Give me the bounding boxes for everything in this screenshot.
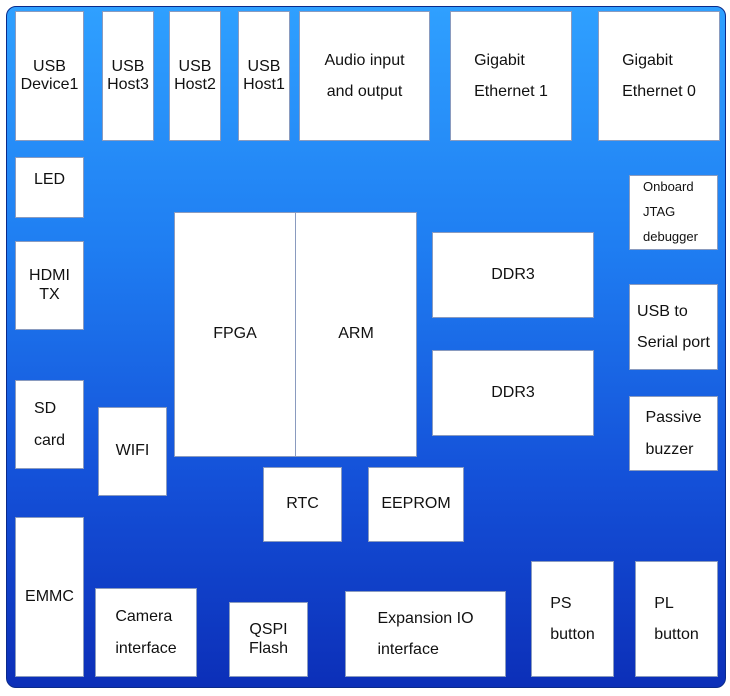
ddr3-top-label: DDR3: [491, 265, 535, 283]
gigabit-ethernet0-block: Gigabit Ethernet 0: [598, 11, 720, 141]
rtc-block: RTC: [263, 467, 342, 542]
jtag-label: Onboard JTAG debugger: [643, 179, 698, 244]
rtc-label: RTC: [286, 495, 319, 513]
led-label: LED: [33, 171, 66, 188]
ddr3-bottom-block: DDR3: [432, 350, 594, 436]
eeprom-block: EEPROM: [368, 467, 464, 542]
usb-host1-block: USB Host1: [238, 11, 290, 141]
led-block: LED: [15, 157, 84, 218]
ps-button-label: PS button: [550, 594, 595, 643]
ddr3-top-block: DDR3: [432, 232, 594, 318]
qspi-flash-label: QSPI Flash: [248, 621, 289, 657]
expansion-io-label: Expansion IO interface: [377, 609, 474, 658]
wifi-label: WIFI: [115, 442, 150, 460]
camera-interface-label: Camera interface: [115, 608, 177, 657]
camera-interface-block: Camera interface: [95, 588, 197, 677]
pl-button-block: PL button: [635, 561, 718, 677]
gigabit-ethernet0-label: Gigabit Ethernet 0: [622, 51, 696, 100]
usb-host3-block: USB Host3: [102, 11, 154, 141]
usb-device1-block: USB Device1: [15, 11, 84, 141]
passive-buzzer-label: Passive buzzer: [645, 409, 702, 458]
eeprom-label: EEPROM: [381, 495, 451, 513]
sd-card-block: SD card: [15, 380, 84, 469]
jtag-block: Onboard JTAG debugger: [629, 175, 718, 250]
hdmi-tx-block: HDMI TX: [15, 241, 84, 330]
usb-host2-block: USB Host2: [169, 11, 221, 141]
emmc-label: EMMC: [25, 587, 74, 605]
fpga-label: FPGA: [213, 325, 257, 343]
expansion-io-block: Expansion IO interface: [345, 591, 506, 677]
gigabit-ethernet1-label: Gigabit Ethernet 1: [474, 51, 548, 100]
usb-serial-block: USB to Serial port: [629, 284, 718, 370]
passive-buzzer-block: Passive buzzer: [629, 396, 718, 471]
usb-host1-label: USB Host1: [243, 57, 285, 93]
pl-button-label: PL button: [654, 594, 699, 643]
arm-label: ARM: [338, 325, 374, 343]
emmc-block: EMMC: [15, 517, 84, 677]
ps-button-block: PS button: [531, 561, 614, 677]
qspi-flash-block: QSPI Flash: [229, 602, 308, 677]
usb-device1-label: USB Device1: [20, 57, 79, 93]
wifi-block: WIFI: [98, 407, 167, 496]
audio-block: Audio input and output: [299, 11, 430, 141]
fpga-block: FPGA: [174, 212, 296, 457]
sd-card-label: SD card: [33, 400, 66, 449]
gigabit-ethernet1-block: Gigabit Ethernet 1: [450, 11, 572, 141]
audio-label: Audio input and output: [324, 51, 405, 100]
usb-host3-label: USB Host3: [107, 57, 149, 93]
arm-block: ARM: [295, 212, 417, 457]
usb-serial-label: USB to Serial port: [637, 302, 710, 351]
usb-host2-label: USB Host2: [174, 57, 216, 93]
hdmi-tx-label: HDMI TX: [29, 267, 70, 303]
ddr3-bottom-label: DDR3: [491, 383, 535, 401]
